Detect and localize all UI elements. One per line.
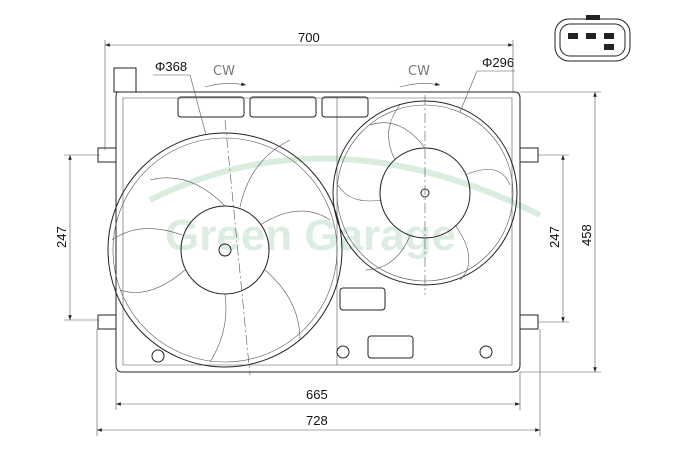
svg-text:700: 700 bbox=[298, 30, 320, 45]
svg-text:247: 247 bbox=[54, 226, 69, 248]
dim-height-total: 458 bbox=[520, 91, 601, 373]
rotation-left: CW bbox=[204, 64, 247, 88]
rotation-right: CW bbox=[399, 64, 441, 88]
shroud-frame bbox=[97, 67, 539, 373]
dim-width-overall: 728 bbox=[96, 329, 541, 436]
right-fan bbox=[332, 95, 518, 295]
dim-height-right: 247 bbox=[538, 154, 569, 323]
svg-text:Green Garage: Green Garage bbox=[165, 211, 456, 260]
watermark-logo: Green Garage bbox=[148, 155, 542, 260]
svg-text:665: 665 bbox=[306, 387, 328, 402]
svg-text:Φ296: Φ296 bbox=[482, 55, 514, 70]
connector-detail bbox=[554, 15, 631, 62]
dim-width-top: 700 bbox=[104, 30, 514, 150]
dim-left-diameter: Φ368 bbox=[153, 59, 207, 136]
svg-text:728: 728 bbox=[306, 413, 328, 428]
dim-width-inner: 665 bbox=[115, 372, 521, 410]
svg-text:CW: CW bbox=[408, 64, 430, 79]
svg-text:458: 458 bbox=[579, 224, 594, 246]
left-fan bbox=[107, 119, 343, 376]
dim-height-left: 247 bbox=[54, 154, 100, 321]
dim-right-diameter: Φ296 bbox=[459, 55, 515, 113]
svg-text:CW: CW bbox=[213, 64, 235, 79]
svg-text:247: 247 bbox=[547, 226, 562, 248]
svg-text:Φ368: Φ368 bbox=[155, 59, 187, 74]
